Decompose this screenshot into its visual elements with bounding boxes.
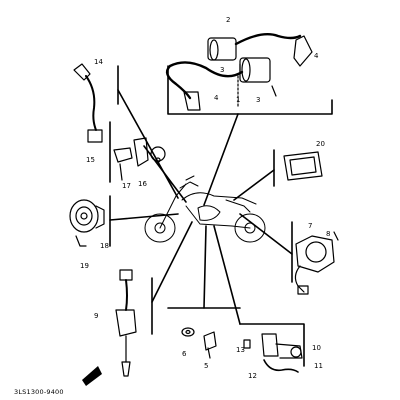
callout-c4b: 4 bbox=[314, 52, 319, 60]
callout-c20: 20 bbox=[316, 140, 325, 148]
ht-lead-upper bbox=[234, 33, 302, 46]
callout-c14: 14 bbox=[94, 58, 103, 66]
neutral-switch-lead bbox=[73, 63, 103, 143]
callout-c2: 2 bbox=[226, 16, 230, 24]
leader-neutral-switch bbox=[117, 89, 179, 199]
plug-cap-right bbox=[293, 35, 313, 67]
callout-c8: 8 bbox=[326, 230, 330, 238]
drawing-code: 3LS1300-9400 bbox=[14, 388, 64, 396]
ignitor-unit bbox=[294, 231, 339, 295]
callout-c15: 15 bbox=[86, 156, 95, 164]
connector-top bbox=[119, 269, 133, 281]
callout-c12: 12 bbox=[248, 372, 257, 380]
leader-plug-cap bbox=[151, 221, 193, 303]
plug-cap-assembly bbox=[115, 269, 137, 377]
ht-lead-lower bbox=[165, 61, 244, 100]
ignition-coil-upper bbox=[207, 37, 237, 61]
leader-ignition-coils bbox=[203, 113, 239, 206]
group-brackets bbox=[109, 65, 333, 367]
ignition-coils bbox=[165, 33, 313, 111]
callout-c9: 9 bbox=[94, 312, 98, 320]
leader-reflector bbox=[233, 169, 275, 201]
callout-c3a: 3 bbox=[220, 66, 224, 74]
callout-c3b: 3 bbox=[256, 96, 260, 104]
bracket-ignition-coils bbox=[167, 65, 333, 115]
callout-c6: 6 bbox=[182, 350, 187, 358]
coil-bolt bbox=[271, 85, 277, 97]
leader-starter-relay bbox=[213, 225, 241, 325]
ignition-coil-lower bbox=[239, 57, 271, 83]
connector bbox=[87, 129, 103, 143]
relay bbox=[133, 137, 149, 167]
horn bbox=[69, 199, 105, 247]
reflector-plate bbox=[283, 151, 323, 181]
callout-c11: 11 bbox=[314, 362, 323, 370]
callout-c5: 5 bbox=[204, 362, 208, 370]
callout-c16: 16 bbox=[138, 180, 147, 188]
plug-cap-left bbox=[183, 91, 201, 111]
front-arrow-icon bbox=[82, 366, 102, 386]
motorcycle-silhouette bbox=[144, 175, 266, 243]
callout-c13: 13 bbox=[236, 346, 245, 354]
callout-c17: 17 bbox=[122, 182, 131, 190]
leader-bolt bbox=[203, 225, 207, 309]
callout-c4a: 4 bbox=[214, 94, 219, 102]
bolt-washer bbox=[181, 327, 217, 359]
leader-ignitor bbox=[239, 213, 293, 255]
callout-c18: 18 bbox=[100, 242, 109, 250]
leader-horn bbox=[109, 213, 179, 221]
callout-c10: 10 bbox=[312, 344, 321, 352]
starter-relay bbox=[243, 333, 303, 373]
callout-c19: 19 bbox=[80, 262, 89, 270]
callout-c7: 7 bbox=[308, 222, 312, 230]
callout-c1: 1 bbox=[236, 96, 240, 104]
relay-assembly bbox=[113, 137, 166, 181]
